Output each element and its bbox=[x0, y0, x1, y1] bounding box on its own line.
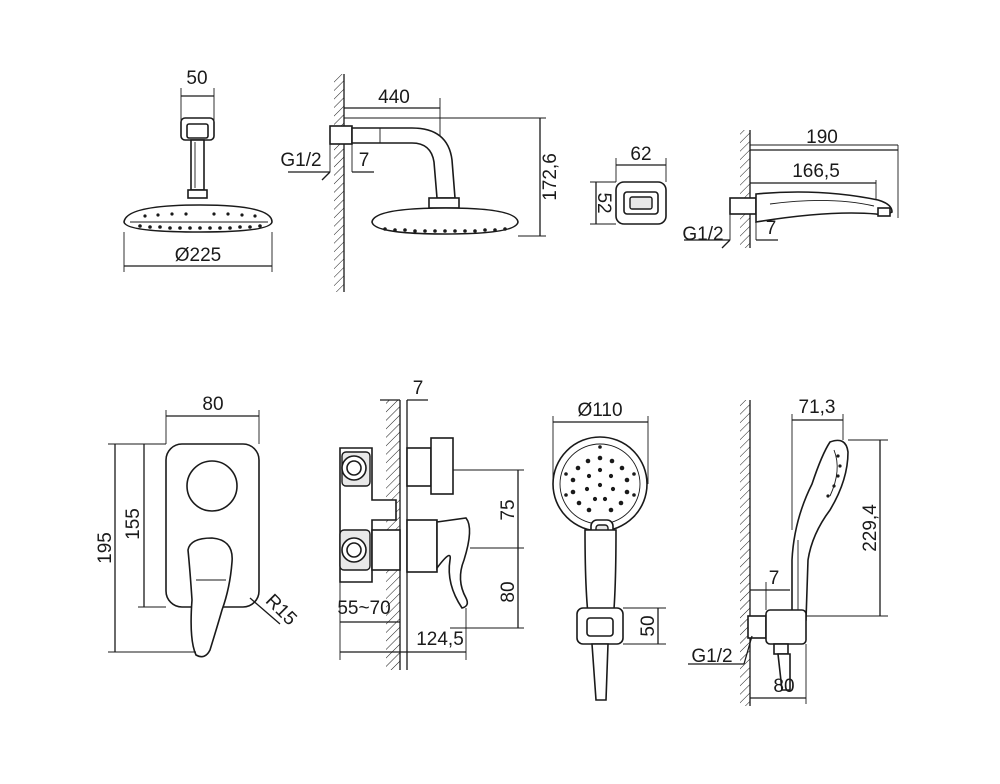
hose-offset-label: 7 bbox=[769, 568, 780, 589]
mixer-body-side-view: 7 75 80 55~70 124,5 bbox=[337, 378, 524, 670]
box-upper-label: 75 bbox=[498, 499, 519, 520]
shower-arm-side-view: 440 172,6 G1/2 7 bbox=[280, 74, 561, 292]
shower-head-front-view: 50 Ø225 bbox=[123, 68, 273, 272]
spout-offset-label: 7 bbox=[766, 218, 777, 239]
head-diameter-label: Ø225 bbox=[175, 245, 221, 266]
arm-thread-label: G1/2 bbox=[280, 150, 321, 171]
hose-height-label: 229,4 bbox=[860, 504, 881, 552]
spout-projection-label: 166,5 bbox=[792, 161, 840, 182]
head-width-label: 50 bbox=[186, 68, 207, 89]
spout-thread-label: G1/2 bbox=[682, 224, 723, 245]
wall-flange-view: 62 52 bbox=[590, 144, 667, 225]
arm-offset-label: 7 bbox=[359, 150, 370, 171]
hand-shower-front-view: Ø110 50 bbox=[552, 400, 666, 701]
plate-radius-label: R15 bbox=[261, 590, 300, 629]
hand-shower-side-view: 71,3 229,4 7 G1/2 80 bbox=[688, 397, 888, 706]
cover-height-label: 52 bbox=[593, 192, 614, 213]
arm-length-label: 440 bbox=[378, 87, 410, 108]
box-depth-range-label: 55~70 bbox=[337, 598, 390, 619]
box-lower-label: 80 bbox=[498, 581, 519, 602]
box-total-depth-label: 124,5 bbox=[416, 629, 464, 650]
hose-depth-label: 80 bbox=[773, 676, 794, 697]
hose-projection-label: 71,3 bbox=[799, 397, 836, 418]
mixer-plate-front-view: 80 195 155 R15 bbox=[95, 394, 301, 658]
plate-inner-height-label: 155 bbox=[123, 508, 144, 540]
hand-diameter-label: Ø110 bbox=[577, 400, 622, 421]
plate-width-label: 80 bbox=[202, 394, 223, 415]
box-wall-label: 7 bbox=[413, 378, 424, 399]
bath-spout-side-view: 190 166,5 G1/2 7 bbox=[682, 127, 899, 249]
plate-height-label: 195 bbox=[95, 532, 116, 564]
spout-total-label: 190 bbox=[806, 127, 838, 148]
arm-height-label: 172,6 bbox=[540, 153, 561, 201]
cover-width-label: 62 bbox=[630, 144, 651, 165]
hose-thread-label: G1/2 bbox=[691, 646, 732, 667]
holder-height-label: 50 bbox=[638, 615, 659, 636]
